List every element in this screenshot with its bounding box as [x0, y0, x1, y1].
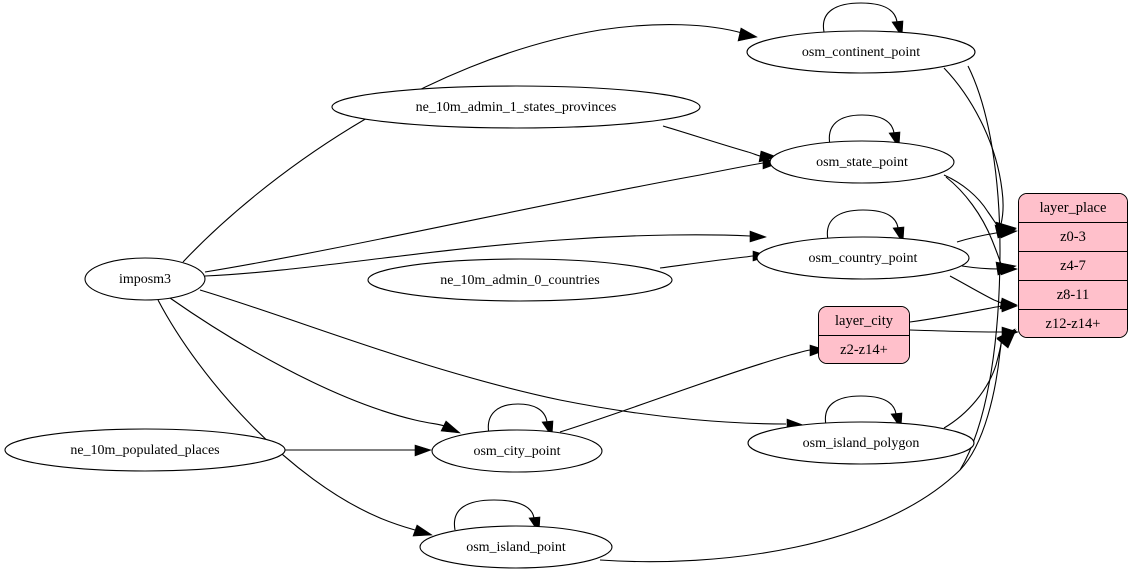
selfloop-osm_continent_point [822, 2, 898, 33]
selfloop-osm_country_point [826, 209, 899, 241]
edge-osm_state_point-to-layer_place-z0-3 [943, 174, 1000, 229]
node-layer: imposm3 ne_10m_admin_1_states_provinces … [4, 30, 976, 569]
node-label-osm_country_point: osm_country_point [809, 251, 918, 266]
edge-imposm3-to-osm_continent_point [182, 24, 743, 263]
node-label-ne_populated: ne_10m_populated_places [70, 443, 219, 458]
record-cell-layer-city-z2-z14[interactable]: z2-z14+ [819, 336, 909, 363]
record-node-layer-city[interactable]: layer_city z2-z14+ [818, 306, 910, 364]
arrowhead-ne_populated-osm_city_point [414, 444, 432, 457]
selfloop-osm_state_point [828, 114, 895, 146]
record-cell-layer-place-title[interactable]: layer_place [1019, 194, 1127, 223]
record-cell-layer-city-title[interactable]: layer_city [819, 307, 909, 336]
node-osm_continent_point[interactable]: osm_continent_point [746, 30, 976, 74]
selfloop-osm_city_point [487, 403, 548, 435]
node-label-imposm3: imposm3 [119, 272, 171, 287]
edge-osm_country_point-to-layer_place-z4-7 [961, 265, 1002, 270]
selfloop-osm_island_polygon [824, 395, 897, 426]
node-osm_island_point[interactable]: osm_island_point [419, 525, 613, 569]
node-label-osm_island_point: osm_island_point [466, 540, 566, 555]
node-osm_city_point[interactable]: osm_city_point [431, 429, 603, 473]
node-ellipse-osm_state_point[interactable] [769, 140, 955, 184]
node-osm_island_polygon[interactable]: osm_island_polygon [747, 421, 975, 465]
selfloop-osm_island_point [453, 499, 535, 531]
edge-layer [157, 2, 1019, 563]
edge-ne_countries-to-osm_country_point [659, 255, 754, 269]
arrowhead-layer_city-z8-11 [1000, 300, 1018, 313]
node-label-ne_states: ne_10m_admin_1_states_provinces [416, 100, 617, 115]
arrowhead-island_point-z12-z14 [996, 328, 1016, 348]
arrowhead-ne_states-osm_state_point [758, 150, 778, 163]
arrowhead-imposm3-osm_city_point [440, 420, 461, 434]
node-osm_country_point[interactable]: osm_country_point [756, 236, 970, 280]
edge-osm_country_point-to-layer_place-z8-11 [949, 275, 1002, 304]
node-label-ne_countries: ne_10m_admin_0_countries [440, 273, 599, 288]
record-cell-layer-place-z4-7[interactable]: z4-7 [1019, 252, 1127, 281]
node-ne_10m_populated_places[interactable]: ne_10m_populated_places [4, 428, 286, 472]
node-ellipse-osm_island_polygon[interactable] [747, 421, 975, 465]
node-label-osm_city_point: osm_city_point [473, 444, 560, 459]
record-cell-layer-place-z8-11[interactable]: z8-11 [1019, 281, 1127, 310]
edge-imposm3-to-osm_state_point [204, 162, 764, 273]
edge-imposm3-to-osm_country_point [204, 234, 751, 277]
node-label-osm_island_polygon: osm_island_polygon [803, 436, 920, 451]
record-cell-layer-place-z12-z14[interactable]: z12-z14+ [1019, 310, 1127, 337]
edge-osm_continent_point-to-layer_place-z0-3 [943, 67, 1004, 225]
node-ellipse-imposm3[interactable] [84, 257, 206, 301]
node-ellipse-osm_city_point[interactable] [431, 429, 603, 473]
edge-imposm3-to-osm_island_point [157, 299, 416, 531]
node-ellipse-ne_countries[interactable] [367, 258, 673, 302]
node-osm_state_point[interactable]: osm_state_point [769, 140, 955, 184]
edge-imposm3-to-osm_city_point [169, 297, 445, 427]
edge-layer_city-to-layer_place-z8-11 [909, 305, 1003, 323]
node-ellipse-osm_island_point[interactable] [419, 525, 613, 569]
arrowhead-imposm3-osm_country_point [749, 230, 767, 243]
arrowhead-imposm3-osm_island_point [412, 524, 433, 537]
node-ellipse-ne_states[interactable] [331, 85, 701, 129]
node-ellipse-osm_country_point[interactable] [756, 236, 970, 280]
edge-imposm3-to-osm_island_polygon [199, 289, 787, 425]
edge-ne_states-to-osm_state_point [662, 125, 761, 157]
edge-osm_city_point-to-layer_city [559, 349, 811, 433]
node-label-osm_continent_point: osm_continent_point [802, 45, 920, 60]
arrowhead-country-z4-7 [1000, 263, 1018, 276]
record-node-layer-place[interactable]: layer_place z0-3 z4-7 z8-11 z12-z14+ [1018, 193, 1128, 338]
arrowhead-imposm3-osm_continent_point [737, 27, 758, 42]
node-label-osm_state_point: osm_state_point [816, 155, 908, 170]
node-ellipse-osm_continent_point[interactable] [746, 30, 976, 74]
node-ne_10m_admin_0_countries[interactable]: ne_10m_admin_0_countries [367, 258, 673, 302]
edge-osm_island_polygon-to-layer_place-z12-z14 [943, 338, 1003, 429]
edge-osm_country_point-to-layer_place-z0-3 [956, 231, 1003, 243]
node-imposm3[interactable]: imposm3 [84, 257, 206, 301]
node-ellipse-ne_populated[interactable] [4, 428, 286, 472]
edge-layer_city-to-layer_place-z12-z14 [909, 329, 1003, 333]
edge-osm_state_point-to-layer_place-z4-7 [945, 176, 1002, 265]
edge-route-continent-rightside [959, 65, 1001, 471]
node-ne_10m_admin_1_states_provinces[interactable]: ne_10m_admin_1_states_provinces [331, 85, 701, 129]
record-cell-layer-place-z0-3[interactable]: z0-3 [1019, 223, 1127, 252]
